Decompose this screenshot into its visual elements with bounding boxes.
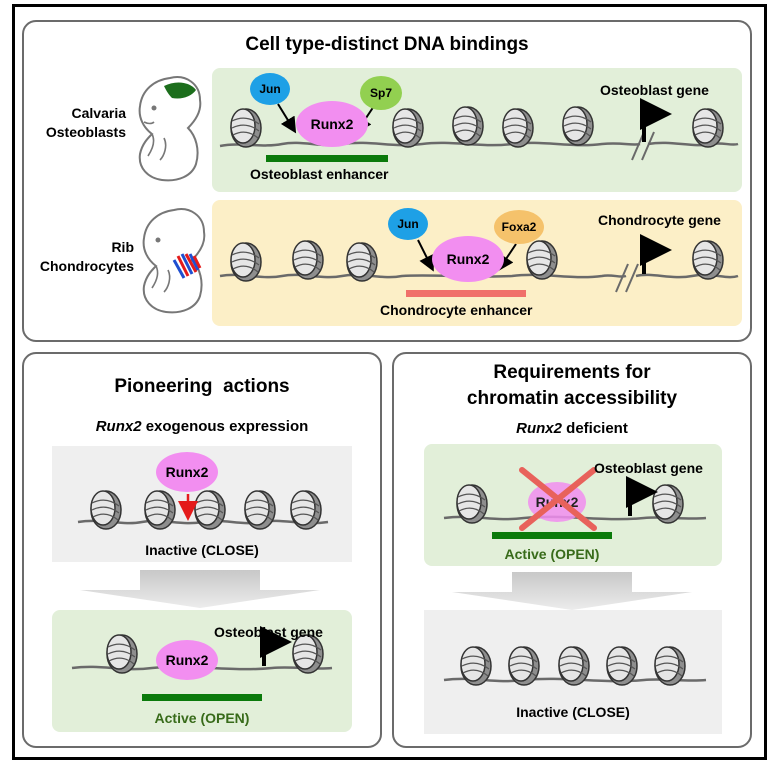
cell-label-line2: Osteoblasts bbox=[45, 124, 126, 140]
gene-arrow-icon bbox=[640, 234, 672, 274]
right-before-gene-label: Osteoblast gene bbox=[594, 460, 703, 476]
right-panel-subtitle: Runx2 deficient bbox=[392, 420, 752, 437]
subtitle-italic: Runx2 bbox=[95, 418, 142, 435]
cell-label-osteoblasts: Calvaria Osteoblasts bbox=[30, 104, 126, 142]
jun-arrow bbox=[417, 239, 434, 272]
right-after-state: Inactive (CLOSE) bbox=[516, 704, 630, 720]
chondrocyte-enhancer-label: Chondrocyte enhancer bbox=[380, 302, 533, 318]
rib-cage bbox=[172, 253, 202, 279]
chondrocyte-gene-label: Chondrocyte gene bbox=[598, 212, 721, 228]
jun-oval: Jun bbox=[250, 73, 290, 105]
jun-oval: Jun bbox=[388, 208, 428, 240]
gene-arrow-icon bbox=[260, 626, 292, 666]
osteoblast-gene-label: Osteoblast gene bbox=[600, 82, 709, 98]
left-before-chromatin bbox=[77, 490, 329, 530]
left-after-enhancer-bar bbox=[142, 694, 262, 701]
cell-label-line1: Rib bbox=[111, 239, 134, 255]
subtitle-italic: Runx2 bbox=[516, 420, 562, 437]
subtitle-rest: deficient bbox=[561, 420, 628, 437]
gene-arrow-icon bbox=[640, 98, 672, 142]
cell-label-chondrocytes: Rib Chondrocytes bbox=[30, 238, 134, 276]
osteoblast-enhancer-label: Osteoblast enhancer bbox=[250, 166, 389, 182]
top-panel-title: Cell type-distinct DNA bindings bbox=[245, 34, 529, 55]
left-transition-arrow bbox=[80, 570, 320, 608]
osteoblast-chromatin bbox=[219, 98, 739, 161]
runx2-oval: Runx2 bbox=[296, 101, 368, 147]
cell-label-line1: Calvaria bbox=[71, 105, 126, 121]
right-panel-title-line2: chromatin accessibility bbox=[466, 388, 678, 409]
left-before-state: Inactive (CLOSE) bbox=[145, 542, 259, 558]
osteoblast-enhancer-bar bbox=[266, 155, 388, 162]
gene-arrow-icon bbox=[626, 476, 658, 516]
sp7-oval: Sp7 bbox=[360, 76, 402, 110]
right-after-chromatin bbox=[443, 646, 707, 686]
mouse-embryo-icon bbox=[138, 76, 202, 182]
jun-arrow bbox=[277, 103, 297, 134]
right-before-enhancer-bar bbox=[492, 532, 612, 539]
left-after-gene-label: Osteoblast gene bbox=[214, 624, 323, 640]
runx2-oval: Runx2 bbox=[432, 236, 504, 282]
runx2-oval: Runx2 bbox=[156, 452, 218, 492]
subtitle-rest: exogenous expression bbox=[141, 418, 309, 435]
left-panel-title: Pioneering actions bbox=[114, 376, 290, 397]
cell-label-line2: Chondrocytes bbox=[39, 258, 134, 274]
foxa2-oval: Foxa2 bbox=[494, 210, 544, 244]
cross-icon bbox=[519, 467, 597, 531]
runx2-oval: Runx2 bbox=[156, 640, 218, 680]
left-panel-subtitle: Runx2 exogenous expression bbox=[22, 418, 382, 435]
right-panel-title-line1: Requirements for bbox=[493, 362, 651, 383]
left-after-state: Active (OPEN) bbox=[154, 710, 250, 726]
chondrocyte-enhancer-bar bbox=[406, 290, 526, 297]
chondrocyte-chromatin bbox=[219, 234, 739, 293]
right-transition-arrow bbox=[452, 572, 692, 610]
mouse-embryo-icon bbox=[142, 208, 206, 314]
right-before-state: Active (OPEN) bbox=[504, 546, 600, 562]
